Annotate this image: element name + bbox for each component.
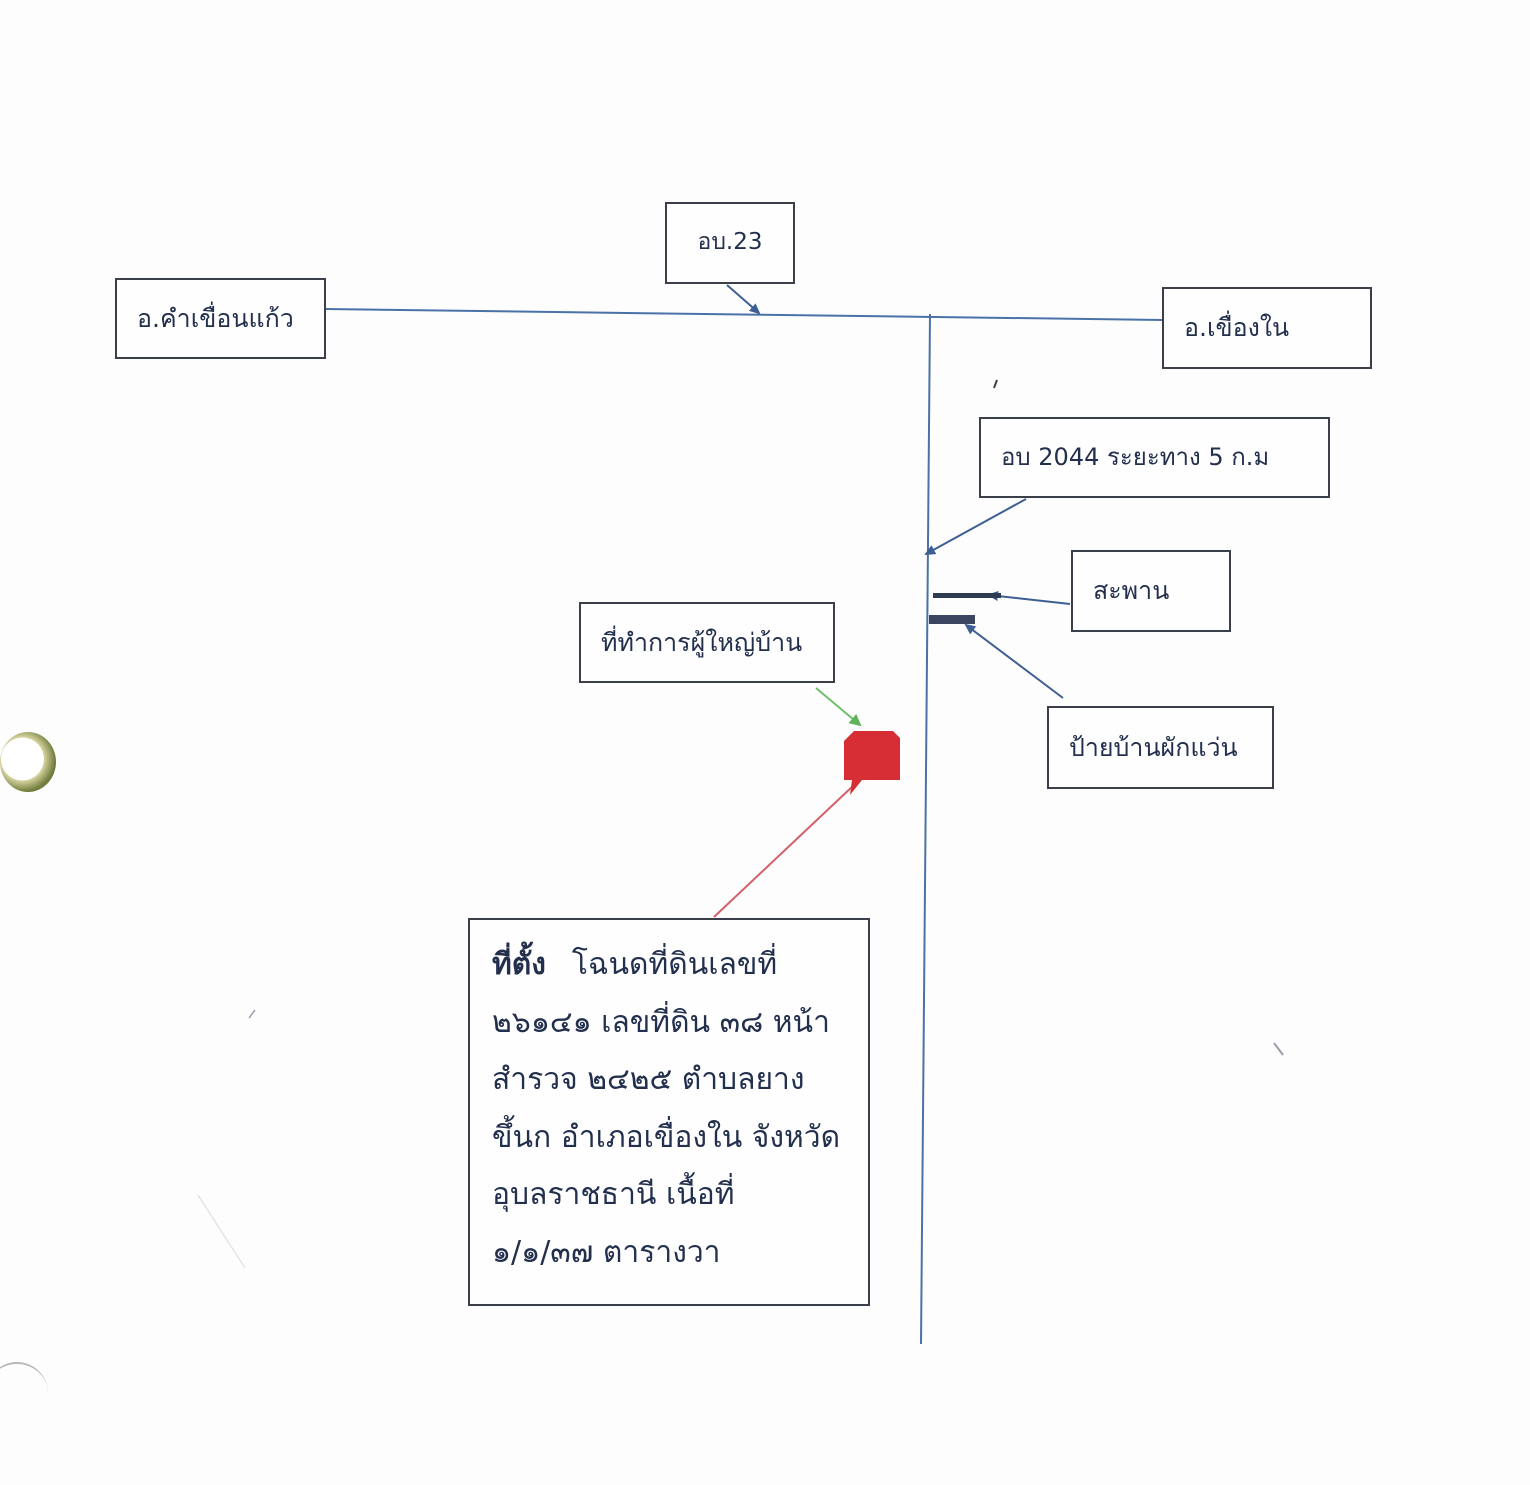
khueang-nai-label: อ.เขื่องใน	[1162, 287, 1372, 369]
village-sign-mark	[929, 615, 975, 624]
headman-office-arrow	[815, 687, 862, 727]
scan-speck	[993, 379, 998, 389]
scan-speck	[197, 1194, 246, 1269]
location-info-deed: โฉนดที่ดินเลขที่	[571, 947, 778, 982]
site-pointer-line	[713, 784, 855, 918]
location-info-line: ๒๖๑๔๑ เลขที่ดิน ๓๘ หน้า	[492, 1004, 830, 1040]
side-road-line	[920, 313, 931, 1345]
bridge-arrow	[987, 591, 1071, 605]
location-info-line: สำรวจ ๒๔๒๕ ตำบลยาง	[492, 1062, 805, 1097]
village-sign-arrow	[964, 623, 1064, 699]
headman-office-label: ที่ทำการผู้ใหญ่บ้าน	[579, 602, 835, 683]
scan-speck	[248, 1009, 256, 1019]
binder-hole-edge	[0, 1362, 48, 1424]
kham-khuean-kaeo-label: อ.คำเขื่อนแก้ว	[115, 278, 326, 359]
village-sign-label: ป้ายบ้านผักแว่น	[1047, 706, 1274, 789]
location-info-line: ขึ้นก อำเภอเขื่องใน จังหวัด	[492, 1119, 841, 1155]
road-2044-label: อบ 2044 ระยะทาง 5 ก.ม	[979, 417, 1330, 498]
site-marker-icon	[844, 731, 900, 795]
main-road-line	[324, 308, 1165, 321]
bridge-mark	[933, 593, 1001, 598]
location-info-line: ที่ตั้ง โฉนดที่ดินเลขที่	[492, 936, 850, 994]
location-info-line: ๑/๑/๓๗ ตารางวา	[492, 1234, 721, 1270]
location-info-line: อุบลราชธานี เนื้อที่	[492, 1177, 735, 1212]
road-23-arrow	[726, 284, 761, 315]
scan-speck	[1273, 1042, 1284, 1056]
location-info-box: ที่ตั้ง โฉนดที่ดินเลขที่ ๒๖๑๔๑ เลขที่ดิน …	[468, 918, 870, 1306]
road-2044-arrow	[924, 498, 1027, 555]
bridge-label: สะพาน	[1071, 550, 1231, 632]
binder-hole	[0, 732, 56, 792]
road-23-label: อบ.23	[665, 202, 795, 284]
location-info-title: ที่ตั้ง	[492, 947, 546, 982]
